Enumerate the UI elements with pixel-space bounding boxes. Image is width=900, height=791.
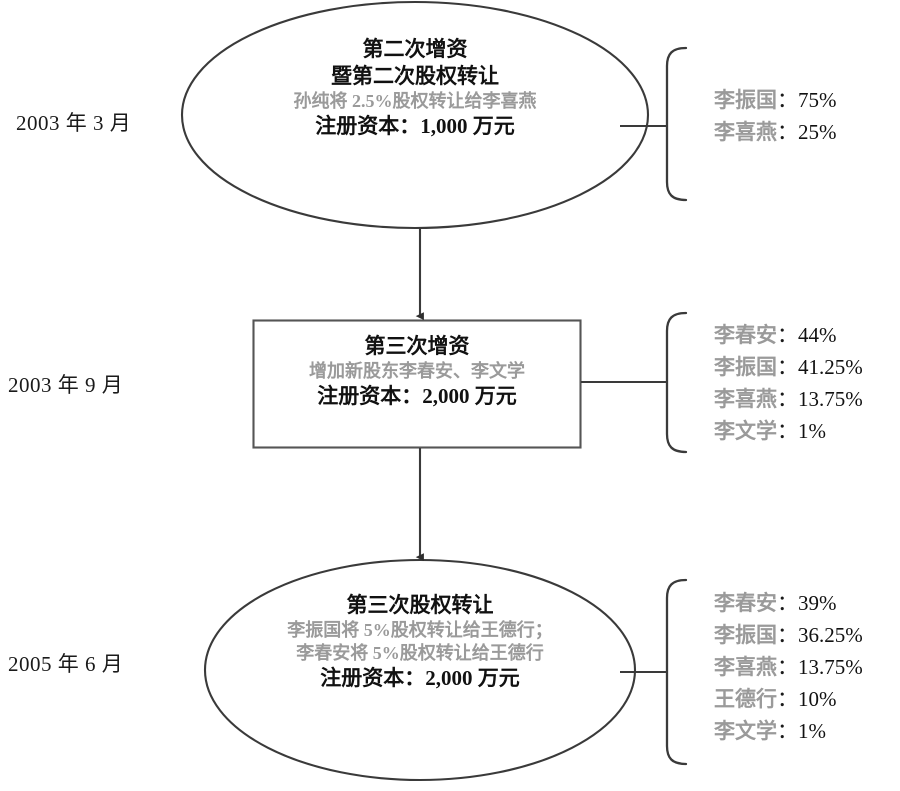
stage-1-node-text: 第二次增资 暨第二次股权转让 孙纯将 2.5%股权转让给李喜燕 注册资本：1,0…: [215, 36, 615, 140]
shareholder-name: 王德行: [714, 686, 777, 711]
shareholder-percent: 25%: [798, 119, 837, 144]
shareholder-separator: ：: [777, 686, 798, 711]
brace-stage-1: [665, 46, 688, 202]
shareholder-separator: ：: [777, 654, 798, 679]
brace-stage-2: [665, 311, 688, 454]
shareholder-separator: ：: [777, 323, 798, 347]
stage-1-title: 第二次增资: [362, 37, 468, 61]
shareholder-percent: 13.75%: [798, 386, 863, 411]
shareholder-name: 李振国: [714, 88, 777, 112]
shareholder-percent: 1%: [798, 718, 826, 743]
shareholder-separator: ：: [777, 622, 798, 647]
date-label-stage-1: 2003 年 3 月: [16, 111, 132, 135]
stage-2-title: 第三次增资: [364, 334, 470, 358]
shareholder-percent: 41.25%: [798, 354, 863, 379]
shareholder-row: 李振国：36.25%: [714, 620, 863, 652]
stage-2-rectangle: [252, 319, 582, 449]
shareholder-name: 李文学: [714, 718, 777, 743]
stage-1-ellipse: [180, 0, 650, 230]
shareholder-name: 李振国: [714, 622, 777, 647]
shareholder-row: 王德行：10%: [714, 684, 863, 716]
shareholder-row: 李喜燕：13.75%: [714, 652, 863, 684]
stage-1-subtitle: 孙纯将 2.5%股权转让给李喜燕: [293, 90, 537, 111]
shareholder-percent: 1%: [798, 418, 826, 443]
shareholder-list-stage-1: 李振国：75% 李喜燕：25%: [714, 85, 837, 149]
shareholder-separator: ：: [777, 591, 798, 615]
shareholder-name: 李喜燕: [714, 119, 777, 144]
stage-2-node-text: 第三次增资 增加新股东李春安、李文学 注册资本：2,000 万元: [254, 333, 580, 410]
stage-1-capital: 注册资本：1,000 万元: [315, 113, 515, 138]
shareholder-separator: ：: [777, 386, 798, 411]
stage-3-node-text: 第三次股权转让 李振国将 5%股权转让给王德行； 李春安将 5%股权转让给王德行…: [220, 592, 620, 692]
stage-2-capital: 注册资本：2,000 万元: [317, 383, 517, 408]
shareholder-separator: ：: [777, 354, 798, 379]
shareholder-percent: 39%: [798, 591, 837, 615]
stage-2-subtitle: 增加新股东李春安、李文学: [309, 360, 525, 381]
shareholder-row: 李春安：44%: [714, 320, 863, 352]
shareholder-row: 李文学：1%: [714, 716, 863, 748]
shareholder-name: 李喜燕: [714, 654, 777, 679]
shareholder-name: 李振国: [714, 354, 777, 379]
stage-3-subtitle: 李振国将 5%股权转让给王德行；: [287, 619, 553, 640]
shareholder-row: 李振国：41.25%: [714, 352, 863, 384]
shareholder-row: 李春安：39%: [714, 588, 863, 620]
shareholder-percent: 75%: [798, 88, 837, 112]
stage-3-title: 第三次股权转让: [346, 593, 494, 617]
shareholder-name: 李春安: [714, 323, 777, 347]
shareholder-separator: ：: [777, 418, 798, 443]
shareholder-percent: 10%: [798, 686, 837, 711]
shareholder-row: 李文学：1%: [714, 416, 863, 448]
shareholder-separator: ：: [777, 718, 798, 743]
stage-3-subtitle-line2: 李春安将 5%股权转让给王德行: [296, 642, 544, 663]
brace-stage-3: [665, 578, 688, 766]
shareholder-separator: ：: [777, 88, 798, 112]
shareholder-name: 李文学: [714, 418, 777, 443]
shareholder-list-stage-2: 李春安：44% 李振国：41.25% 李喜燕：13.75% 李文学：1%: [714, 320, 863, 448]
shareholder-row: 李振国：75%: [714, 85, 837, 117]
shareholder-separator: ：: [777, 119, 798, 144]
shareholder-percent: 13.75%: [798, 654, 863, 679]
shareholder-percent: 44%: [798, 323, 837, 347]
shareholder-row: 李喜燕：25%: [714, 117, 837, 149]
shareholder-list-stage-3: 李春安：39% 李振国：36.25% 李喜燕：13.75% 王德行：10% 李文…: [714, 588, 863, 748]
stage-3-capital: 注册资本：2,000 万元: [320, 665, 520, 690]
date-label-stage-3: 2005 年 6 月: [8, 652, 124, 676]
shareholder-name: 李春安: [714, 591, 777, 615]
shareholder-name: 李喜燕: [714, 386, 777, 411]
stage-1-title-line2: 暨第二次股权转让: [331, 63, 499, 88]
date-label-stage-2: 2003 年 9 月: [8, 373, 124, 397]
shareholder-row: 李喜燕：13.75%: [714, 384, 863, 416]
shareholder-percent: 36.25%: [798, 622, 863, 647]
